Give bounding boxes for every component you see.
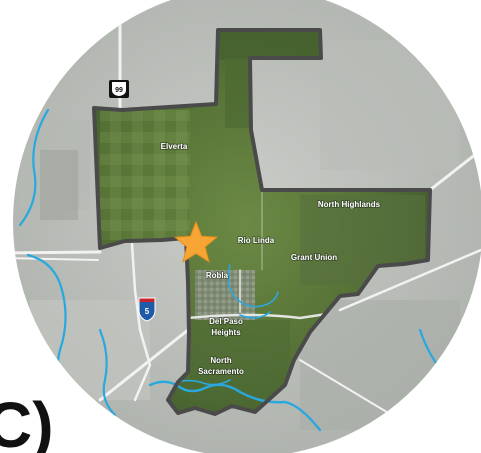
label-rio-linda: Rio Linda [238, 236, 275, 245]
interstate-5-shield-icon: 5 [138, 297, 156, 322]
label-del-paso-heights-line1: Del Paso [209, 317, 243, 326]
highway-99-label: 99 [115, 87, 123, 94]
label-del-paso-heights-line2: Heights [211, 328, 241, 337]
label-north-sacramento-line2: Sacramento [198, 367, 244, 376]
rivers [18, 108, 452, 417]
label-elverta: Elverta [161, 142, 188, 151]
highway-99-shield-icon: 99 [109, 80, 129, 98]
panel-letter: C) [0, 389, 54, 453]
interstate-5-label: 5 [145, 307, 150, 316]
label-north-sacramento-line1: North [210, 356, 231, 365]
district-boundary [92, 28, 432, 416]
label-north-highlands: North Highlands [318, 200, 381, 209]
label-robla: Robla [206, 271, 229, 280]
star-marker-icon [173, 220, 219, 263]
label-grant-union: Grant Union [291, 253, 337, 262]
